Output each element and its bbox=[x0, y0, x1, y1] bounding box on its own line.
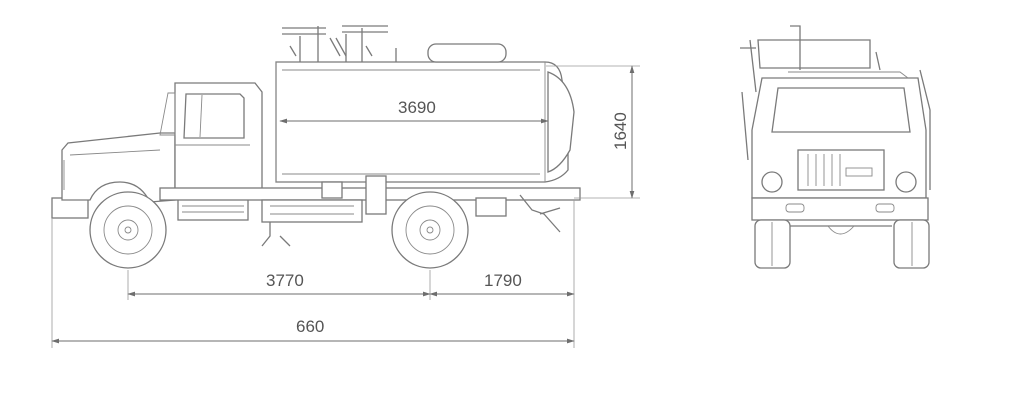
rear-overhang-label: 1790 bbox=[484, 271, 522, 290]
tank-height-label: 1640 bbox=[611, 112, 630, 150]
truck-front-view bbox=[740, 25, 931, 269]
overall-length-label: 660 bbox=[296, 317, 324, 336]
dimension-lines bbox=[51, 65, 640, 348]
front-wheel bbox=[89, 191, 167, 269]
rear-wheel bbox=[391, 191, 469, 269]
tank-length-label: 3690 bbox=[398, 98, 436, 117]
wheelbase-label: 3770 bbox=[266, 271, 304, 290]
truck-side-view bbox=[51, 25, 581, 269]
